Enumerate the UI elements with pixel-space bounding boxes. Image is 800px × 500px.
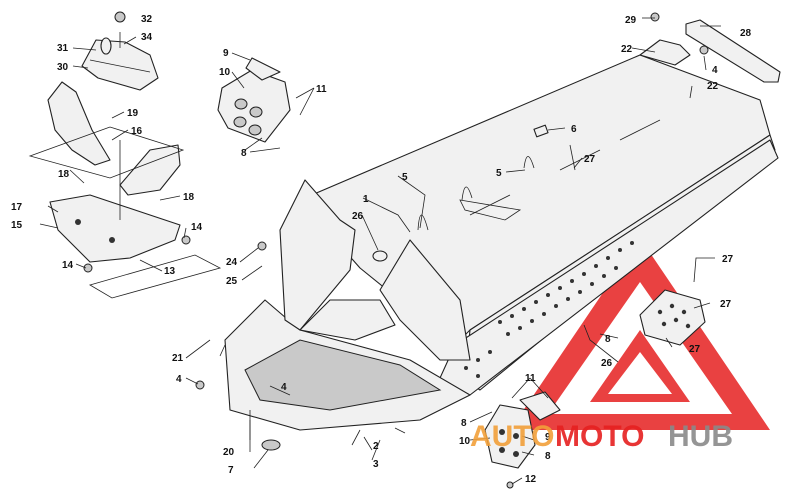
callout-6: 6: [571, 124, 577, 135]
callout-7: 7: [228, 465, 234, 476]
callout-1: 1: [363, 194, 369, 205]
callout-17: 17: [11, 202, 23, 213]
callout-25: 26: [352, 211, 364, 222]
callout-22b: 22: [707, 81, 719, 92]
upper-mount-bracket: [217, 57, 291, 143]
callout-8a: 8: [241, 148, 247, 159]
callout-33: 32: [141, 14, 153, 25]
callout-4c: 4: [281, 382, 287, 393]
callout-23: 24: [226, 257, 238, 268]
callout-13: 13: [164, 266, 176, 277]
callout-11b: 11: [525, 373, 536, 384]
callout-27a: 27: [584, 154, 596, 165]
callout-14a: 14: [191, 222, 203, 233]
callout-2: 2: [373, 441, 379, 452]
callout-10b: 10: [459, 436, 471, 447]
callout-24: 25: [226, 276, 238, 287]
callout-16: 16: [131, 126, 143, 137]
callout-9b: 9: [545, 432, 551, 443]
callout-9a: 9: [223, 48, 229, 59]
callout-5b: 5: [496, 168, 502, 179]
callout-20: 20: [223, 447, 235, 458]
callout-32: 31: [57, 43, 69, 54]
callout-19: 19: [127, 108, 139, 119]
callout-31: 30: [57, 62, 69, 73]
watermark-hub: HUB: [668, 420, 733, 453]
leader-lines: [39, 17, 721, 485]
watermark-text: AUTO MOTO HUB: [470, 420, 733, 453]
rear-bumper: [685, 19, 781, 83]
callout-29: 28: [740, 28, 752, 39]
callout-8b: 8: [605, 334, 611, 345]
callout-8d: 8: [545, 451, 551, 462]
callout-18a: 18: [58, 169, 70, 180]
callout-4a: 4: [712, 65, 718, 76]
callout-14b: 14: [62, 260, 74, 271]
callout-18b: 18: [183, 192, 195, 203]
callout-26: 26: [601, 358, 613, 369]
chassis-tunnel: [224, 39, 779, 431]
callout-27b: 27: [722, 254, 734, 265]
callout-8c: 8: [461, 418, 467, 429]
callout-21: 21: [172, 353, 184, 364]
callout-15: 15: [11, 220, 23, 231]
callout-12: 12: [525, 474, 537, 485]
right-rear-bracket: [639, 289, 706, 346]
callout-28: 27: [720, 299, 732, 310]
left-bracket-assembly: [28, 81, 222, 299]
callout-5a: 5: [402, 172, 408, 183]
running-board-holes: [464, 241, 634, 378]
callout-27c: 27: [689, 344, 701, 355]
callout-3: 3: [373, 459, 379, 470]
callout-11a: 11: [316, 84, 327, 95]
callout-4b: 4: [176, 374, 182, 385]
callout-30: 29: [625, 15, 637, 26]
watermark-moto: MOTO: [555, 420, 644, 453]
callout-22a: 22: [621, 44, 633, 55]
steering-post-bracket: [81, 11, 159, 91]
callout-labels: 32 34 31 30 19 16 18 18 17 15 14 14 13 9…: [11, 14, 752, 485]
callout-34: 34: [141, 32, 153, 43]
callout-10a: 10: [219, 67, 231, 78]
watermark-auto: AUTO: [470, 420, 554, 453]
